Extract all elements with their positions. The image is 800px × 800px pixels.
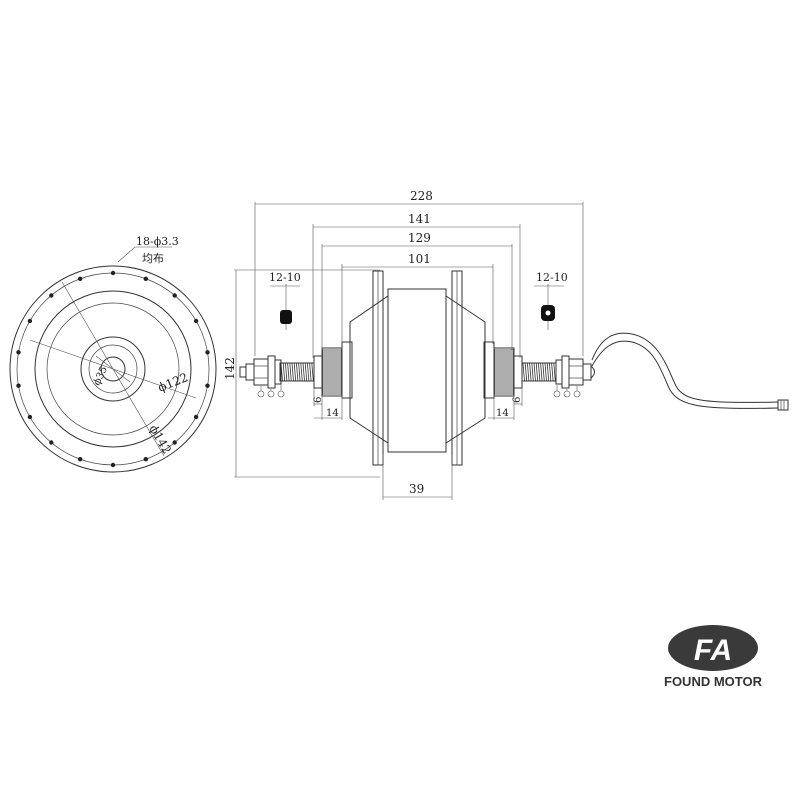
thread-line — [298, 362, 301, 382]
bolt-note-sub: 均布 — [142, 252, 164, 265]
thread-line — [291, 362, 294, 382]
left-axle-section — [270, 284, 300, 330]
bolt-hole — [172, 440, 177, 445]
thread-line — [311, 362, 314, 382]
cable — [591, 332, 779, 403]
thread-line — [538, 362, 541, 382]
thread-line — [533, 362, 536, 382]
right-nut-assembly — [555, 355, 595, 389]
thread-line — [296, 362, 299, 382]
right-axle-threads — [522, 362, 556, 382]
thread-line — [524, 362, 528, 382]
hub-circle — [34, 290, 192, 448]
right-axle-section — [534, 284, 564, 330]
inner-ring — [46, 302, 180, 436]
logo-badge — [668, 625, 758, 671]
thread-line — [300, 362, 303, 382]
bolt-hole — [27, 318, 33, 324]
thread-left-label: 12-10 — [269, 271, 301, 284]
thread-line — [309, 362, 312, 382]
bolt-hole — [49, 293, 54, 298]
left-nut-assembly — [239, 355, 282, 389]
dim-141: 141 — [408, 212, 431, 226]
thread-line — [522, 362, 525, 382]
bolt-hole — [78, 457, 83, 462]
bolt-leader — [117, 246, 172, 263]
dim-6-left: 6 — [313, 397, 324, 403]
thread-line — [293, 362, 297, 382]
bolt-holes — [16, 270, 210, 468]
thread-line — [307, 362, 310, 382]
dim-142: 142 — [223, 357, 237, 380]
right-spline — [493, 347, 515, 397]
thread-line — [282, 362, 286, 382]
shaft-circle — [100, 356, 126, 382]
dim-39: 39 — [409, 482, 424, 496]
cable-connector — [777, 399, 789, 411]
dim-6-right: 6 — [512, 397, 523, 403]
left-spline — [321, 347, 343, 397]
thread-line — [527, 362, 530, 382]
dia-inner-label: ϕ35 — [92, 365, 110, 387]
thread-line — [551, 362, 554, 382]
bolt-hole — [49, 440, 54, 445]
dim-228: 228 — [410, 189, 433, 203]
thread-line — [531, 362, 534, 382]
thread-line — [287, 362, 290, 382]
thread-line — [544, 362, 547, 382]
bearing-circle — [80, 336, 146, 402]
hub-drum — [387, 288, 447, 453]
left-axle-flat — [280, 310, 292, 324]
thread-right-label: 12-10 — [536, 271, 568, 284]
bolt-hole — [16, 350, 21, 355]
bolt-hole — [78, 276, 83, 281]
found-motor-logo: FA FOUND MOTOR — [664, 625, 763, 689]
thread-line — [542, 362, 545, 382]
left-axle — [279, 362, 315, 382]
left-spacer — [313, 355, 323, 389]
thread-line — [285, 362, 288, 382]
thread-line — [549, 362, 552, 382]
right-spacer — [513, 355, 523, 389]
bolt-hole — [193, 318, 199, 324]
logo-mark: FA — [694, 634, 732, 667]
bolt-hole — [193, 414, 199, 420]
bolt-hole — [143, 457, 148, 462]
thread-line — [304, 362, 308, 382]
left-part-markers — [257, 384, 285, 398]
bolt-hole — [172, 293, 177, 298]
dim-101: 101 — [408, 252, 431, 266]
bolt-hole — [205, 383, 210, 388]
thread-line — [546, 362, 550, 382]
bolt-hole — [143, 276, 148, 281]
dia-line-inner — [95, 355, 131, 383]
dim-129: 129 — [408, 231, 431, 245]
dim-14-right: 14 — [496, 408, 509, 419]
thread-line — [535, 362, 539, 382]
dim-14-left: 14 — [326, 408, 339, 419]
hub-left-cone — [349, 295, 389, 444]
thread-line — [302, 362, 305, 382]
bolt-hole — [27, 414, 33, 420]
bearing-inner — [88, 344, 138, 394]
right-part-markers — [553, 385, 581, 398]
side-view: 12-10 12-10 228 141 129 101 142 39 — [223, 189, 789, 500]
front-view: 18-ϕ3.3 均布 ϕ35 ϕ122 ϕ142 — [9, 235, 217, 473]
thread-line — [553, 362, 556, 382]
bolt-hole — [205, 350, 210, 355]
logo-company: FOUND MOTOR — [664, 674, 763, 689]
thread-line — [529, 362, 532, 382]
bolt-note: 18-ϕ3.3 — [136, 235, 179, 248]
dia-outer-label: ϕ142 — [146, 423, 174, 457]
dia-mid-label: ϕ122 — [156, 370, 190, 395]
flange-outer-circle — [9, 265, 217, 473]
bolt-hole — [110, 270, 116, 276]
bolt-hole — [110, 462, 116, 468]
bolt-hole — [16, 383, 21, 388]
thread-line — [289, 362, 292, 382]
left-axle-threads — [280, 362, 314, 382]
thread-line — [540, 362, 543, 382]
